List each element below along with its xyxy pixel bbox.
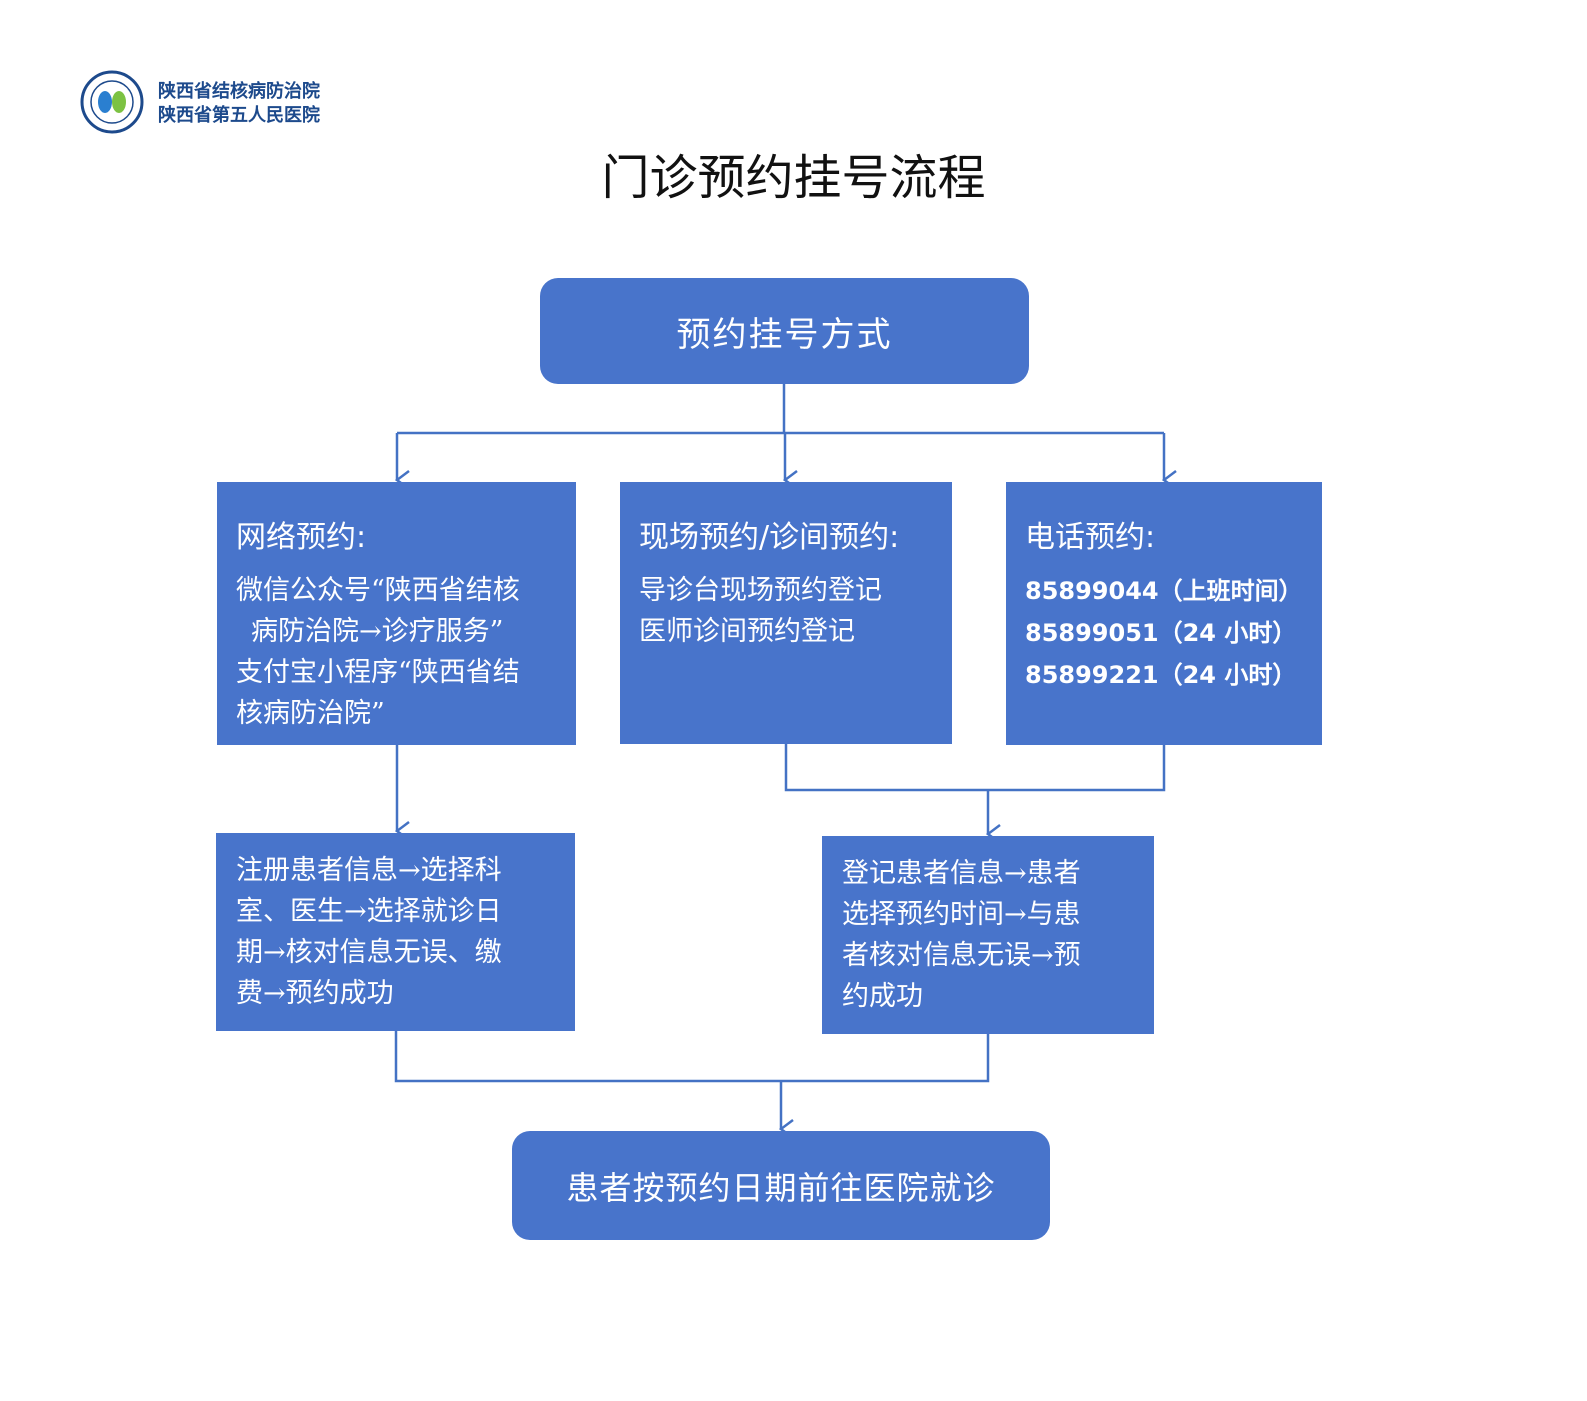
onsite-line: 导诊台现场预约登记 [639,575,882,606]
registration-methods-label: 预约挂号方式 [676,314,893,355]
online-line: 核病防治院” [236,698,385,729]
onsite-step-line: 选择预约时间→与患 [842,899,1081,930]
phone-number: 85899044（上班时间） [1025,577,1303,605]
hospital-name: 陕西省结核病防治院 陕西省第五人民医院 [158,80,320,128]
phone-booking-box: 电话预约: 85899044（上班时间） 85899051（24 小时） 858… [1006,482,1322,745]
onsite-step-line: 登记患者信息→患者 [842,858,1081,889]
online-line: 病防治院→诊疗服务” [251,616,504,647]
onsite-booking-box: 现场预约/诊间预约: 导诊台现场预约登记 医师诊间预约登记 [620,482,952,744]
onsite-step-line: 者核对信息无误→预 [842,940,1081,971]
onsite-heading: 现场预约/诊间预约: [639,520,900,555]
online-line: 支付宝小程序“陕西省结 [236,657,520,688]
onsite-line: 医师诊间预约登记 [639,616,855,647]
phone-number: 85899221（24 小时） [1025,661,1297,689]
online-booking-box: 网络预约: 微信公众号“陕西省结核 病防治院→诊疗服务” 支付宝小程序“陕西省结… [217,482,576,745]
visit-hospital-box: 患者按预约日期前往医院就诊 [512,1131,1050,1240]
page-title: 门诊预约挂号流程 [601,150,986,206]
online-step-line: 室、医生→选择就诊日 [236,896,502,927]
visit-hospital-label: 患者按预约日期前往医院就诊 [566,1168,996,1207]
onsite-step-line: 约成功 [842,981,923,1012]
hospital-name-line1: 陕西省结核病防治院 [158,81,320,102]
online-step-line: 注册患者信息→选择科 [236,855,502,886]
online-steps-box: 注册患者信息→选择科 室、医生→选择就诊日 期→核对信息无误、缴 费→预约成功 [216,833,575,1031]
phone-heading: 电话预约: [1025,520,1156,555]
hospital-name-line2: 陕西省第五人民医院 [158,105,320,126]
onsite-steps-box: 登记患者信息→患者 选择预约时间→与患 者核对信息无误→预 约成功 [822,836,1154,1034]
online-step-line: 费→预约成功 [236,978,394,1009]
registration-methods-box: 预约挂号方式 [540,278,1029,384]
online-step-line: 期→核对信息无误、缴 [236,937,502,968]
hospital-logo [80,70,144,134]
online-heading: 网络预约: [236,520,367,555]
phone-number: 85899051（24 小时） [1025,619,1297,647]
online-line: 微信公众号“陕西省结核 [236,575,520,606]
